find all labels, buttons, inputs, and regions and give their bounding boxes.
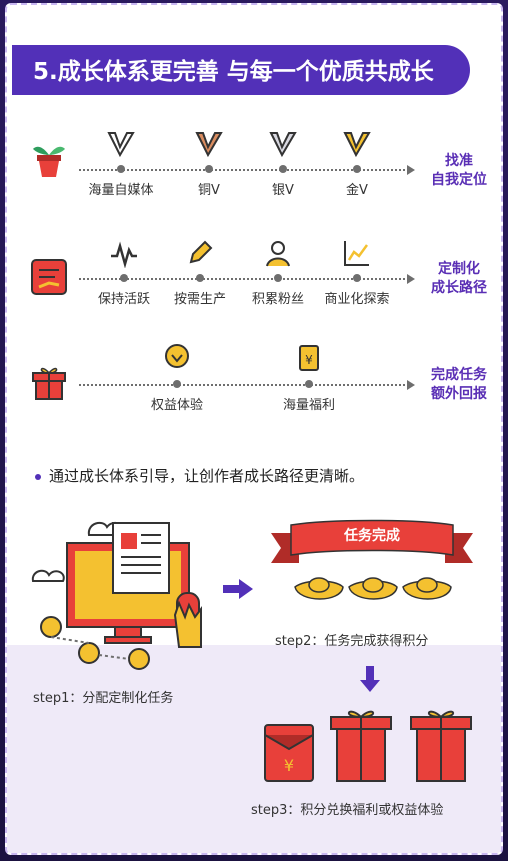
v-badge-icon [107, 132, 135, 158]
stage-dot [120, 274, 128, 282]
arrow-icon [407, 380, 415, 390]
step1-label: step1：分配定制化任务 [33, 691, 174, 706]
progress-line [79, 169, 409, 171]
goal-label: 完成任务额外回报 [431, 367, 487, 402]
gold-v-icon [343, 132, 371, 158]
bullet-point: 通过成长体系引导，让创作者成长路径更清晰。 [35, 465, 364, 486]
arrow-right-icon [223, 579, 253, 599]
bullet-dot [35, 473, 41, 480]
stage-label: 银V [272, 183, 294, 198]
goal-label: 定制化成长路径 [431, 261, 487, 296]
step3-label: step3：积分兑换福利或权益体验 [251, 803, 444, 818]
arrow-icon [407, 165, 415, 175]
stage-label: 铜V [198, 183, 220, 198]
svg-text:¥: ¥ [284, 756, 294, 775]
stage-dot [173, 380, 181, 388]
svg-text:¥: ¥ [305, 353, 313, 367]
pulse-icon [111, 241, 137, 268]
stage-label: 保持活跃 [97, 292, 151, 307]
pencil-icon [189, 240, 213, 264]
stage-label: 海量自媒体 [88, 183, 154, 198]
progress-line [79, 278, 409, 280]
stage-dot [117, 165, 125, 173]
arrow-icon [407, 274, 415, 284]
stage-label: 按需生产 [173, 292, 227, 307]
stage-label: 金V [346, 183, 368, 198]
stage-dot [205, 165, 213, 173]
silver-v-icon [269, 132, 297, 158]
sprout-pot-icon [33, 146, 65, 177]
chart-icon [344, 241, 369, 266]
page-title: 5.成长体系更完善 与每一个优质共成长 [33, 59, 434, 85]
stage-label: 积累粉丝 [251, 292, 305, 307]
stage-dot [274, 274, 282, 282]
red-envelope-icon: ¥ [299, 345, 319, 371]
gift-icon [32, 367, 66, 400]
content-card: 5.成长体系更完善 与每一个优质共成长 海量自媒体 铜V 银V 金V 找准自我定… [5, 3, 503, 855]
rewards-illustration: ¥ [264, 710, 472, 782]
title-banner [12, 45, 470, 95]
banner-label: 任务完成 [344, 528, 400, 544]
notebook-icon [31, 259, 67, 295]
computer-illustration [31, 521, 202, 670]
stage-dot [196, 274, 204, 282]
bronze-v-icon [195, 132, 223, 158]
step2-label: step2：任务完成获得积分 [275, 634, 429, 649]
stage-label: 权益体验 [150, 398, 204, 413]
progress-line [79, 384, 409, 386]
user-icon [266, 241, 290, 267]
goal-label: 找准自我定位 [431, 153, 487, 188]
gold-ingots-icon [294, 577, 452, 600]
medal-icon [165, 344, 189, 368]
stage-dot [353, 274, 361, 282]
stage-label: 海量福利 [282, 398, 336, 413]
stage-dot [305, 380, 313, 388]
ribbon-banner [271, 519, 473, 563]
stage-dot [353, 165, 361, 173]
stage-dot [279, 165, 287, 173]
arrow-down-icon [360, 666, 380, 692]
stage-label: 商业化探索 [324, 292, 390, 307]
